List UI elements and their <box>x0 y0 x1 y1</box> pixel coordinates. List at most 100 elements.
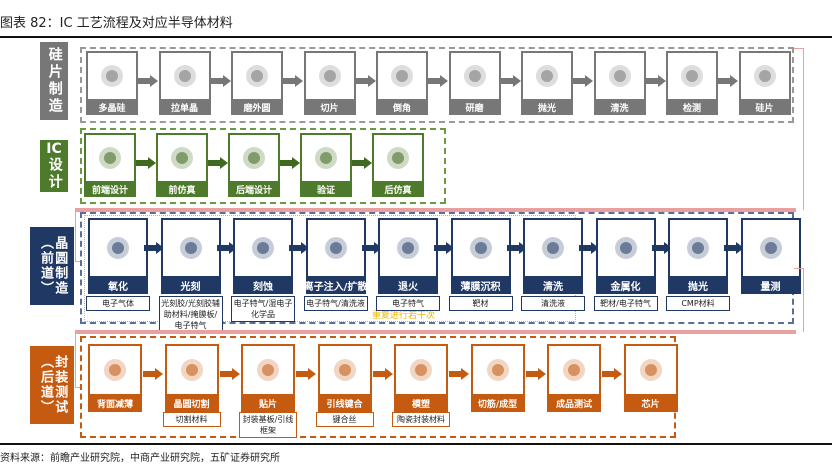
material-label: 靶材/电子特气 <box>593 296 658 311</box>
process-step: 量测 <box>740 218 801 294</box>
layout-icon <box>228 133 280 181</box>
flow-arrow-icon <box>296 368 316 380</box>
flow-arrow-icon <box>372 368 393 380</box>
flow-arrow-icon <box>500 75 521 87</box>
process-step: 前仿真 <box>156 133 208 197</box>
process-step: 成品测试 <box>547 344 601 412</box>
process-step: 倒角 <box>376 51 428 115</box>
material-label: 光刻胶/光刻胶辅助材料/掩膜板/电子特气 <box>158 296 223 333</box>
step-label: 倒角 <box>376 99 428 115</box>
metrology-icon <box>740 218 801 276</box>
flow-arrow-icon <box>724 242 744 254</box>
material-label: 电子气体 <box>86 296 150 311</box>
step-label: 拉单晶 <box>158 99 211 115</box>
step-label: 晶圆切割 <box>164 394 219 412</box>
flow-arrow-icon <box>645 75 666 87</box>
step-label: 前端设计 <box>84 181 136 197</box>
polysilicon-icon <box>86 51 138 99</box>
wafer-making-lane <box>80 47 794 123</box>
flow-arrow-icon <box>602 368 622 380</box>
repeat-note: 重复进行若干次 <box>372 311 436 321</box>
process-step: 退火 <box>378 218 438 294</box>
flow-arrow-icon <box>579 242 599 254</box>
process-step: 清洗 <box>593 51 646 115</box>
step-label: 量测 <box>740 276 801 294</box>
process-step: 模塑 <box>394 344 448 412</box>
process-step: 拉单晶 <box>158 51 211 115</box>
process-step: 晶圆切割 <box>164 344 219 412</box>
flow-arrow-icon <box>219 368 240 380</box>
step-label: 抛光 <box>668 276 728 294</box>
step-label: 薄膜沉积 <box>450 276 511 294</box>
flow-arrow-icon <box>449 368 469 380</box>
material-label: 清洗液 <box>521 296 585 311</box>
material-label: 陶瓷封装材料 <box>392 412 450 427</box>
flow-arrow-icon <box>138 75 158 87</box>
ingot-grinding-icon <box>231 51 283 99</box>
process-step: 磨外圆 <box>231 51 283 115</box>
inspection-icon <box>666 51 718 99</box>
flow-arrow-icon <box>525 368 546 380</box>
step-label: 模塑 <box>394 394 448 412</box>
flow-arrow-icon <box>143 368 163 380</box>
process-step: 切片 <box>303 51 356 115</box>
step-label: 前仿真 <box>156 181 208 197</box>
flow-arrow-icon <box>283 75 303 87</box>
step-label: 后端设计 <box>228 181 280 197</box>
connector-backend-left <box>75 330 81 388</box>
cleaning-icon <box>523 218 583 276</box>
material-label: 切割材料 <box>162 412 221 427</box>
step-label: 背面减薄 <box>88 394 142 412</box>
flow-arrow-icon <box>506 242 527 254</box>
step-label: 磨外圆 <box>231 99 283 115</box>
final-test-icon <box>547 344 601 394</box>
material-label: 靶材 <box>448 296 513 311</box>
flow-arrow-icon <box>718 75 738 87</box>
step-label: 刻蚀 <box>233 276 293 294</box>
step-label: 抛光 <box>521 99 573 115</box>
step-label: 多晶硅 <box>86 99 138 115</box>
lapping-icon <box>448 51 501 99</box>
process-step: 贴片 <box>241 344 295 412</box>
process-step: 薄膜沉积 <box>450 218 511 294</box>
process-step: 光刻 <box>160 218 221 294</box>
process-step: 前端设计 <box>84 133 136 197</box>
post-simulation-icon <box>372 133 424 181</box>
etching-icon <box>233 218 293 276</box>
flow-arrow-icon <box>352 157 372 169</box>
chip-icon <box>623 344 678 394</box>
flow-arrow-icon <box>434 242 454 254</box>
back-end-label: 封装测试（后道） <box>30 346 74 424</box>
annealing-icon <box>378 218 438 276</box>
connector-wafer-down <box>794 48 804 210</box>
dicing-icon <box>164 344 219 394</box>
process-step: 硅片 <box>738 51 791 115</box>
oxidation-icon <box>88 218 148 276</box>
front-end-label: 晶圆制造（前道） <box>30 227 74 305</box>
step-label: 清洗 <box>593 99 646 115</box>
process-step: 芯片 <box>623 344 678 412</box>
process-step: 抛光 <box>521 51 573 115</box>
slicing-icon <box>303 51 356 99</box>
simulation-icon <box>156 133 208 181</box>
step-label: 离子注入/扩散 <box>304 276 367 294</box>
molding-icon <box>394 344 448 394</box>
top-rule <box>0 36 832 38</box>
flow-arrow-icon <box>144 242 164 254</box>
metallization-icon <box>595 218 656 276</box>
process-step: 后仿真 <box>372 133 424 197</box>
flow-arrow-icon <box>573 75 593 87</box>
flow-arrow-icon <box>280 157 300 169</box>
process-step: 清洗 <box>523 218 583 294</box>
process-step: 抛光 <box>668 218 728 294</box>
process-step: 后端设计 <box>228 133 280 197</box>
process-step: 检测 <box>666 51 718 115</box>
wafer-icon <box>738 51 791 99</box>
connector-frontend-to-backend <box>75 330 796 334</box>
edge-rounding-icon <box>376 51 428 99</box>
flow-arrow-icon <box>289 242 309 254</box>
step-label: 退火 <box>378 276 438 294</box>
step-label: 金属化 <box>595 276 656 294</box>
flow-arrow-icon <box>651 242 672 254</box>
material-label: CMP材料 <box>666 296 730 311</box>
